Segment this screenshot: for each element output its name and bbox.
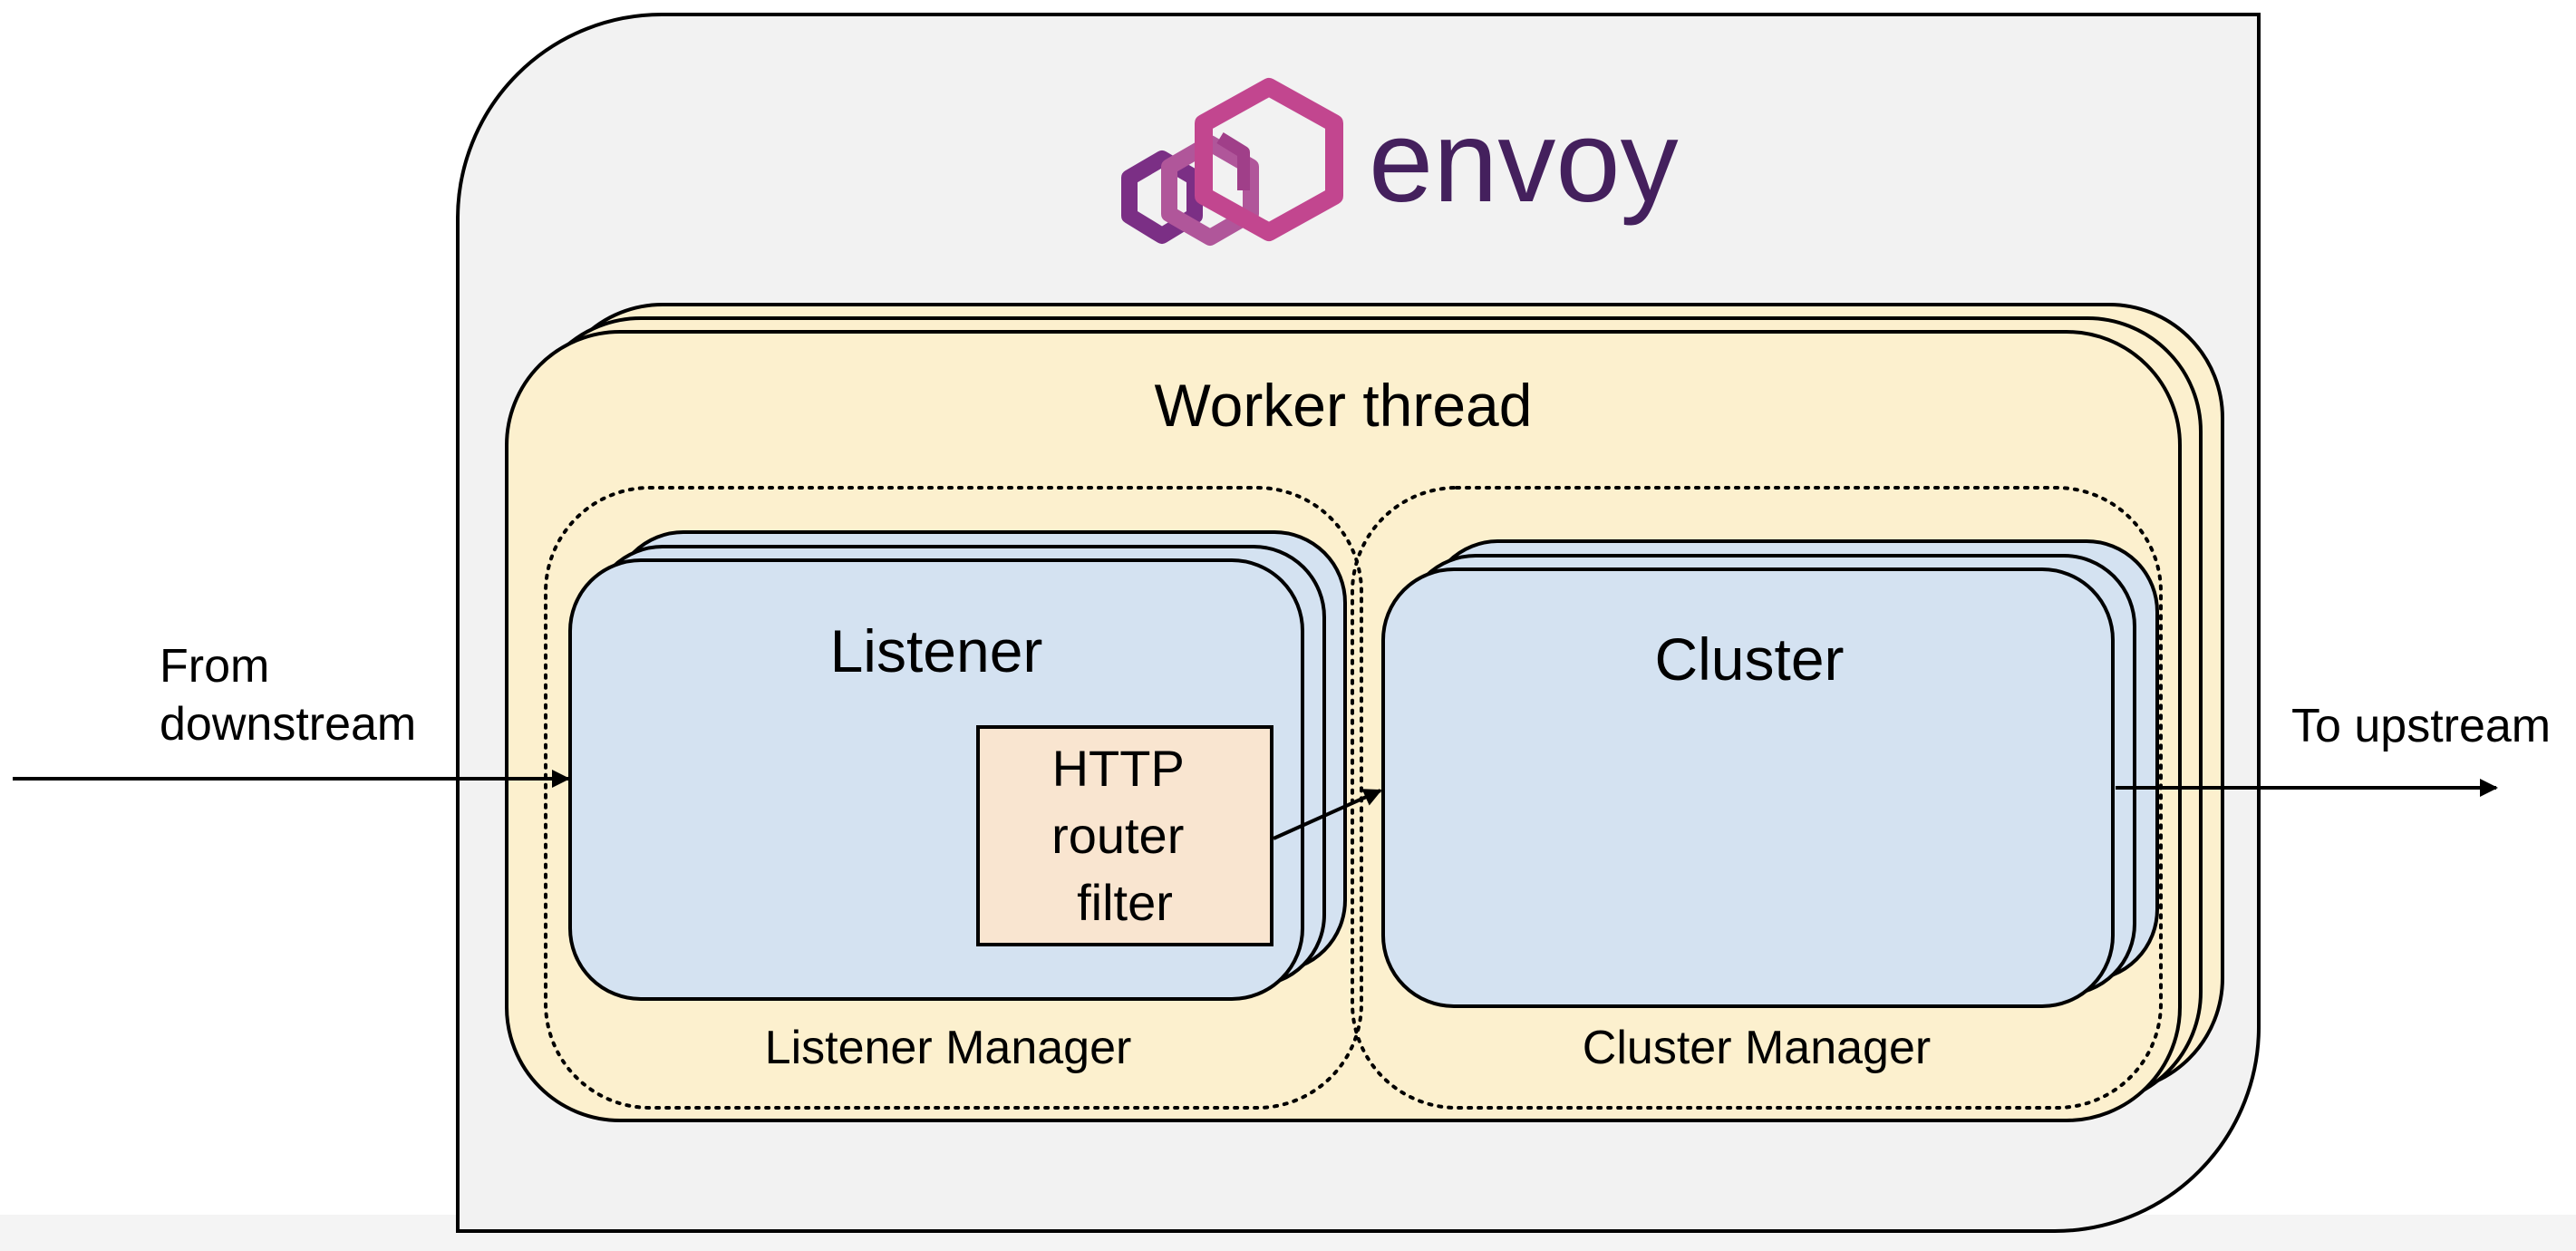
from-downstream-label: From downstream — [160, 640, 416, 751]
cluster-manager-label: Cluster Manager — [1583, 1022, 1931, 1074]
listener-manager-label: Listener Manager — [765, 1022, 1132, 1074]
cluster-stack — [1381, 539, 2159, 1008]
envoy-hexagon-medium — [1161, 135, 1259, 246]
cluster-manager-region — [1351, 486, 2163, 1110]
from-downstream-line-2: downstream — [160, 698, 416, 751]
from-downstream-line-1: From — [160, 640, 269, 693]
envoy-logo-text: envoy — [1369, 97, 1679, 227]
http-router-filter-line-3: filter — [1077, 874, 1173, 931]
listener-title: Listener — [830, 617, 1043, 684]
envoy-logo: envoy — [1121, 78, 1679, 246]
http-router-filter-line-2: router — [1051, 807, 1184, 864]
envoy-hexagon-inner-stroke — [1216, 132, 1250, 190]
filter-to-cluster-arrow — [1273, 789, 1382, 840]
cluster-title: Cluster — [1654, 626, 1844, 693]
to-upstream-label: To upstream — [2291, 700, 2551, 752]
worker-thread-title: Worker thread — [1155, 372, 1533, 439]
http-router-filter-label: HTTP router filter — [1051, 740, 1198, 931]
envoy-hexagon-large — [1195, 78, 1343, 241]
http-router-filter-line-1: HTTP — [1052, 740, 1184, 797]
cluster-box — [1381, 567, 2115, 1008]
http-router-filter-box — [976, 725, 1273, 946]
envoy-hexagon-icon — [1121, 78, 1343, 246]
